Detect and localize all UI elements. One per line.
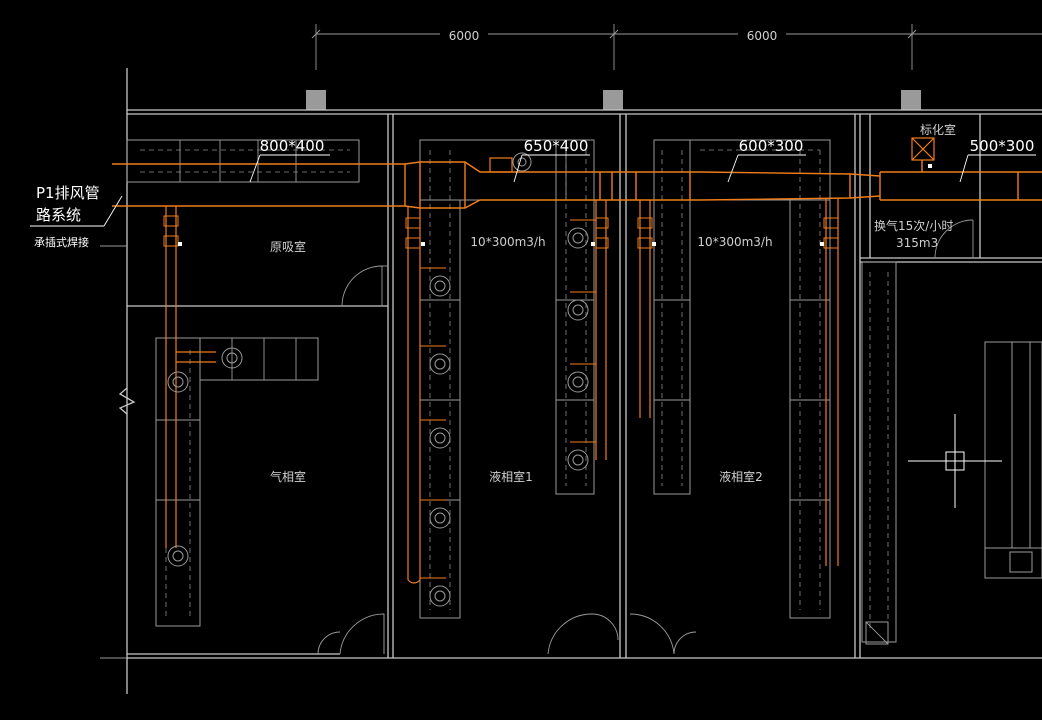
- system-label-line1: P1排风管: [36, 184, 100, 202]
- room-label-yuanxi: 原吸室: [270, 239, 306, 254]
- duct-size-label-3: 600*300: [739, 137, 804, 155]
- doors: [317, 219, 974, 655]
- cad-crosshair-cursor: [908, 414, 1002, 508]
- dimension-label-2: 6000: [747, 29, 778, 43]
- columns: [306, 90, 921, 110]
- system-label-line2: 路系统: [36, 206, 81, 224]
- main-exhaust-duct: [112, 137, 1042, 209]
- room-label-yexiang2: 液相室2: [719, 469, 763, 484]
- vent-rate-label-2: 315m3: [896, 236, 938, 250]
- lab-benches: [126, 139, 1042, 645]
- vent-rate-label-1: 换气15次/小时: [874, 218, 953, 233]
- room-label-qixiang: 气相室: [270, 469, 306, 484]
- room-label-biaohua: 标化室: [920, 122, 956, 137]
- leader-lines: [30, 154, 1036, 227]
- dimension-label-1: 6000: [449, 29, 480, 43]
- walls: [100, 68, 1042, 694]
- room-label-yexiang1: 液相室1: [489, 469, 533, 484]
- airflow-label-liquid2: 10*300m3/h: [697, 235, 772, 249]
- system-label-line3: 承插式焊接: [34, 235, 89, 249]
- hood-fans: [167, 152, 589, 607]
- airflow-label-liquid1: 10*300m3/h: [470, 235, 545, 249]
- branch-ducts: [165, 198, 839, 584]
- duct-size-label-1: 800*400: [260, 137, 325, 155]
- dimension-lines: 6000 6000: [311, 24, 1042, 70]
- duct-size-label-2: 650*400: [524, 137, 589, 155]
- markers: [178, 164, 932, 246]
- dampers: [163, 215, 839, 579]
- duct-size-label-4: 500*300: [970, 137, 1035, 155]
